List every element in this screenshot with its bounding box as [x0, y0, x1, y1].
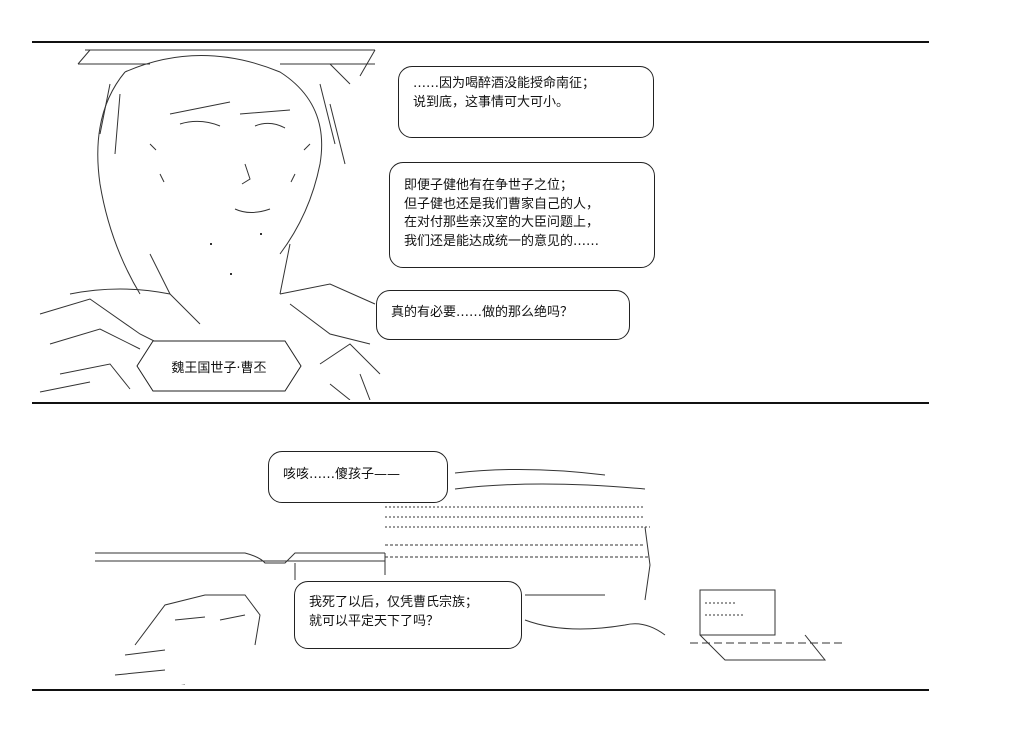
bubble-text-line: 说到底，这事情可大可小。 [413, 94, 570, 110]
bubble-text-line: 我死了以后，仅凭曹氏宗族； [309, 595, 479, 610]
speech-bubble: 咳咳……傻孩子—— [268, 451, 448, 503]
manga-panel-2: 咳咳……傻孩子—— 我死了以后，仅凭曹氏宗族； 就可以平定天下了吗？ [0, 405, 1024, 687]
character-name-caption: 魏王国世子·曹丕 [138, 342, 300, 390]
panel-divider-bottom [32, 689, 929, 691]
bubble-text-line: 即便子健他有在争世子之位； [404, 178, 574, 193]
speech-bubble: 真的有必要……做的那么绝吗？ [376, 290, 630, 340]
panel-divider-top [32, 41, 929, 43]
bubble-text-line: 但子健也还是我们曹家自己的人， [404, 196, 600, 212]
bubble-text-line: 真的有必要……做的那么绝吗？ [391, 305, 574, 320]
speech-bubble: 即便子健他有在争世子之位； 但子健也还是我们曹家自己的人， 在对付那些亲汉室的大… [389, 162, 655, 268]
bubble-text-line: 在对付那些亲汉室的大臣问题上， [404, 215, 600, 230]
speech-bubble: 我死了以后，仅凭曹氏宗族； 就可以平定天下了吗？ [294, 581, 522, 649]
bubble-text-line: 就可以平定天下了吗？ [309, 613, 440, 629]
bed-scene-art [85, 445, 845, 685]
manga-panel-1: ……因为喝醉酒没能授命南征； 说到底，这事情可大可小。 即便子健他有在争世子之位… [0, 44, 1024, 400]
bubble-text-line: 我们还是能达成统一的意见的…… [404, 233, 600, 249]
bubble-text-line: 咳咳……傻孩子—— [283, 467, 401, 482]
character-art-cao-pi [30, 44, 400, 400]
panel-divider-middle [32, 402, 929, 404]
speech-bubble: ……因为喝醉酒没能授命南征； 说到底，这事情可大可小。 [398, 66, 654, 138]
bubble-text-line: ……因为喝醉酒没能授命南征； [413, 76, 596, 91]
